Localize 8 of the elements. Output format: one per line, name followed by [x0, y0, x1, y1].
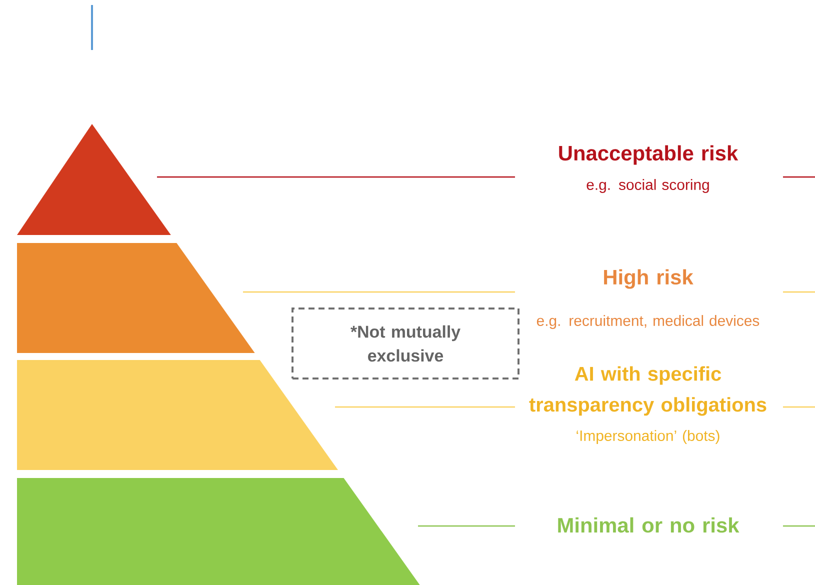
level-heading: AI with specific transparency obligations	[529, 366, 766, 416]
example-text: e.g. recruitment, medical devices	[536, 315, 760, 329]
level-heading: High risk	[604, 269, 694, 289]
note-box: *Not mutually exclusive	[292, 308, 520, 380]
example-text: ‘Impersonation’ (bots)	[576, 430, 720, 444]
example-text: e.g. social scoring	[586, 179, 709, 193]
level-heading: Unacceptable risk	[559, 145, 738, 165]
level-heading: Minimal or no risk	[558, 517, 740, 533]
